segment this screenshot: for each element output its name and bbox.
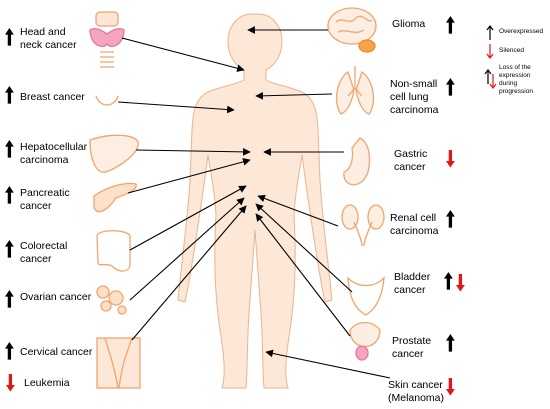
arrow-cervix xyxy=(131,205,247,341)
left-status-up-arrow-icon-1 xyxy=(5,86,14,104)
left-status-up-arrow-icon-2 xyxy=(5,140,14,158)
label-prostate: Prostate cancer xyxy=(392,335,432,360)
liver-icon xyxy=(89,134,139,173)
right-status-up-arrow-icon-3 xyxy=(446,210,455,228)
label-glioma: Glioma xyxy=(392,18,426,30)
legend xyxy=(484,25,497,89)
arrow-bladder xyxy=(255,203,353,293)
label-renal: Renal cell carcinoma xyxy=(390,212,439,237)
arrow-kidney xyxy=(257,194,339,227)
label-ovarian: Ovarian cancer xyxy=(20,291,92,303)
bladder-icon xyxy=(347,276,385,316)
right-status-down-arrow-icon-6 xyxy=(446,378,455,396)
legend-overexpressed: Overexpressed xyxy=(499,28,544,35)
label-leukemia: Leukemia xyxy=(24,377,70,389)
arrow-pancreas xyxy=(127,158,251,194)
label-colorectal: Colorectal cancer xyxy=(20,240,68,265)
right-status-up-arrow-icon-5 xyxy=(446,334,455,352)
label-bladder: Bladder cancer xyxy=(394,271,431,296)
label-nsclc: Non-small cell lung carcinoma xyxy=(390,78,439,116)
legend-silenced: Silenced xyxy=(499,47,524,54)
legend-down-arrow-icon xyxy=(486,44,494,59)
arrow-head-neck xyxy=(121,37,245,72)
label-cervical: Cervical cancer xyxy=(20,346,93,358)
legend-up-arrow-icon xyxy=(486,25,494,40)
label-gastric: Gastric cancer xyxy=(394,148,428,173)
stomach-icon xyxy=(343,137,371,186)
arrow-colon xyxy=(129,185,247,251)
left-status-up-arrow-icon-4 xyxy=(5,240,14,258)
thyroid-icon xyxy=(89,11,125,68)
right-status-up-arrow-icon-4 xyxy=(444,272,453,290)
arrow-breast xyxy=(117,101,235,114)
left-status-up-arrow-icon-0 xyxy=(5,28,14,46)
right-status-up-arrow-icon-1 xyxy=(446,78,455,96)
lungs-icon xyxy=(335,66,375,115)
brain-icon xyxy=(327,7,377,53)
legend-both-up-arrow-icon xyxy=(484,69,492,84)
legend-loss: Loss of the expression during progressio… xyxy=(499,64,533,95)
label-breast: Breast cancer xyxy=(20,91,85,103)
arrow-prostate xyxy=(255,213,351,337)
right-status-down-arrow-icon-4 xyxy=(456,274,465,292)
label-head-neck: Head and neck cancer xyxy=(20,26,77,51)
left-status-down-arrow-icon-7 xyxy=(6,374,15,392)
right-status-down-arrow-icon-2 xyxy=(446,150,455,168)
cervix-icon xyxy=(96,337,141,389)
label-skin: Skin cancer (Melanoma) xyxy=(388,379,445,404)
kidneys-icon xyxy=(341,204,385,247)
arrow-skin xyxy=(265,349,391,379)
left-status-up-arrow-icon-5 xyxy=(5,290,14,308)
legend-both-down-arrow-icon xyxy=(489,74,497,89)
ovary-icon xyxy=(96,285,127,315)
colon-icon xyxy=(96,230,131,272)
arrow-liver xyxy=(135,148,251,156)
status-icons xyxy=(5,16,465,396)
right-status-up-arrow-icon-0 xyxy=(446,16,455,34)
label-hepatocellular: Hepatocellular carcinoma xyxy=(20,141,88,166)
arrow-lungs xyxy=(255,91,333,100)
prostate-icon xyxy=(349,321,381,361)
label-pancreatic: Pancreatic cancer xyxy=(20,187,70,212)
left-status-up-arrow-icon-6 xyxy=(5,342,14,360)
arrow-ovary xyxy=(129,197,245,301)
pancreas-icon xyxy=(93,182,137,213)
left-status-up-arrow-icon-3 xyxy=(5,186,14,204)
breast-icon xyxy=(95,95,119,106)
human-body-figure xyxy=(177,13,333,389)
